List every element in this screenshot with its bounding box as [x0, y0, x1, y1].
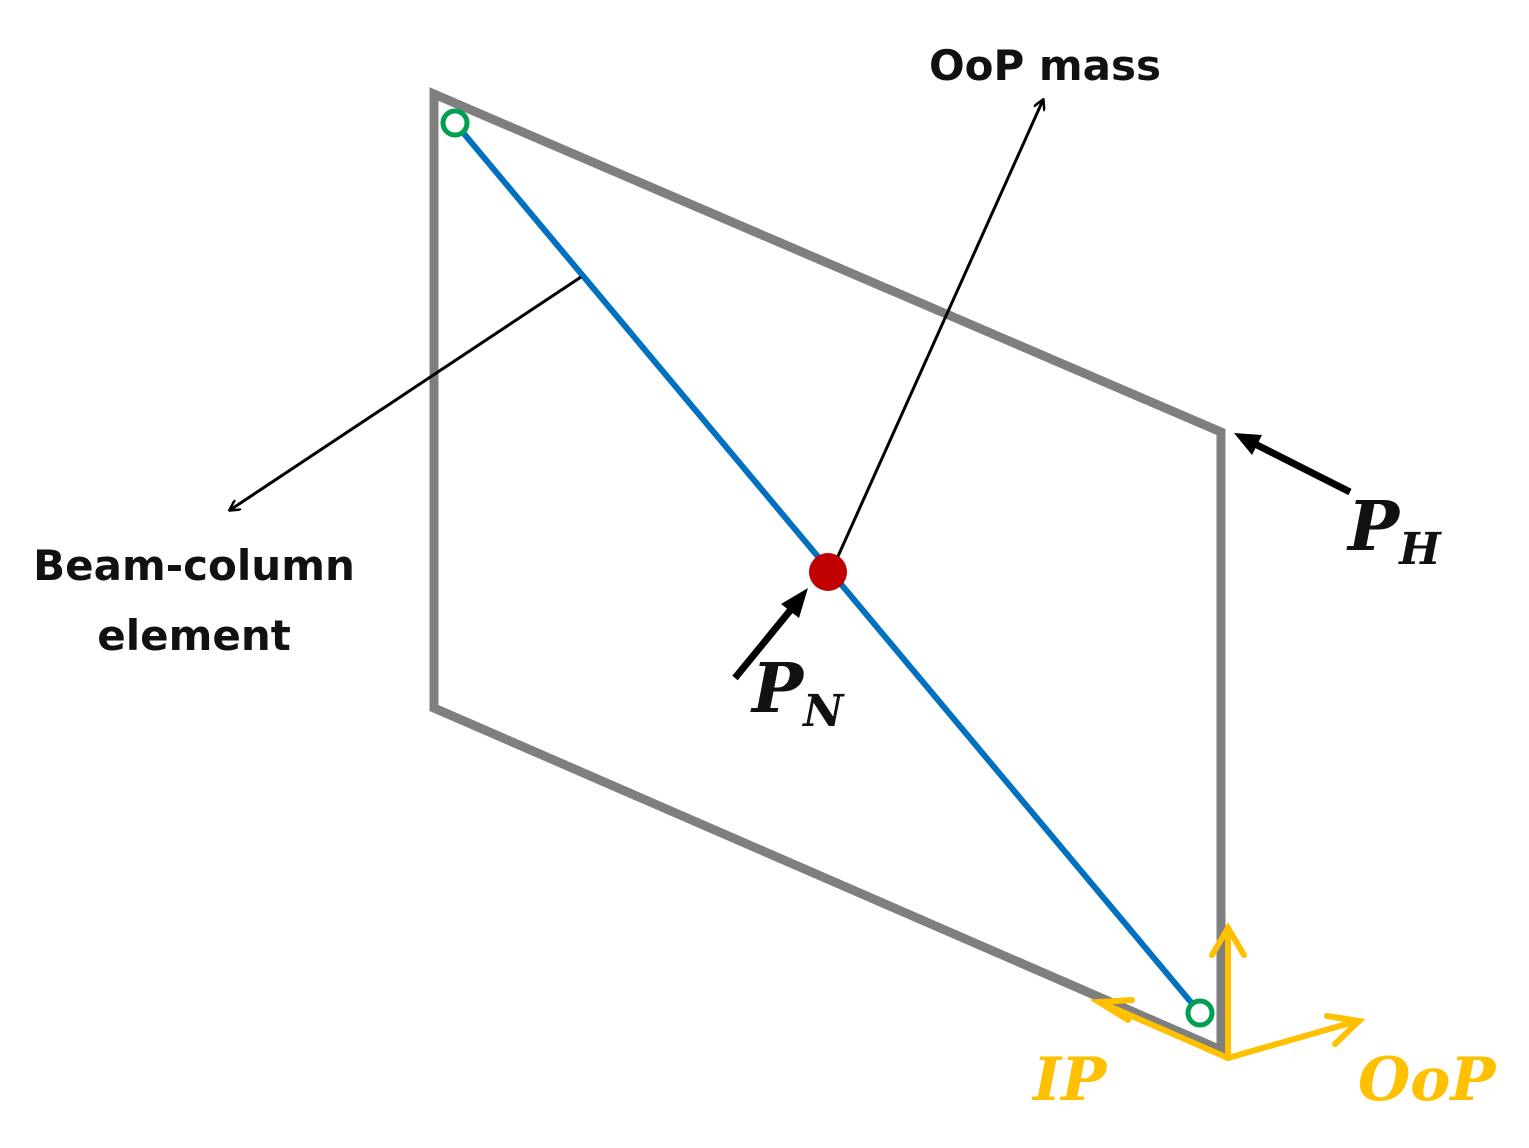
hinge-bottom-icon — [1185, 998, 1215, 1028]
pn-load-arrow — [732, 588, 808, 681]
pn-label-main: P — [750, 649, 805, 729]
beam-column-label-line2: element — [97, 611, 291, 660]
oop-axis-label: OoP — [1358, 1045, 1497, 1115]
ph-label: PH — [1346, 487, 1442, 575]
mass-dot-icon — [809, 553, 847, 591]
pn-label-sub: N — [801, 686, 845, 737]
oop-mass-label: OoP mass — [929, 41, 1161, 90]
ph-label-main: P — [1346, 487, 1401, 567]
frame-panel — [429, 87, 1226, 1057]
ip-axis-label: IP — [1031, 1045, 1108, 1115]
ph-load-arrow — [1234, 433, 1352, 496]
oop-mass-leader — [833, 100, 1043, 564]
pn-label: PN — [750, 649, 845, 737]
beam-column-label-line1: Beam-column — [33, 541, 355, 590]
hinge-top-icon — [440, 108, 470, 138]
local-axes — [1089, 922, 1366, 1061]
ph-label-sub: H — [1397, 524, 1442, 575]
beam-column-leader — [230, 275, 582, 510]
